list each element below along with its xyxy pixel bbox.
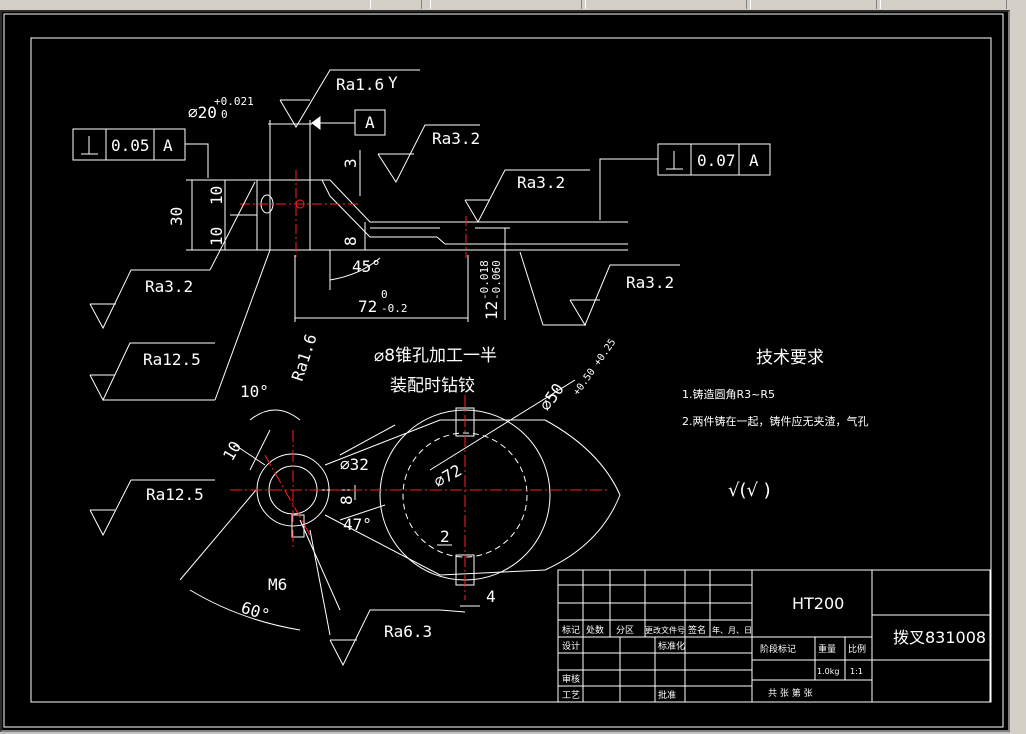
dim-12-upper: -0.018: [478, 260, 491, 300]
dim-72: 72: [358, 297, 377, 316]
tb-design: 设计: [562, 640, 580, 652]
dim-10c: 10: [219, 438, 245, 464]
tb-col-count: 处数: [586, 624, 604, 636]
outer-frame: [3, 13, 1004, 728]
tb-col-zone: 分区: [616, 625, 634, 636]
tech-title: 技术要求: [756, 348, 824, 368]
tb-weight-value: 1.0kg: [817, 667, 839, 676]
tb-process: 工艺: [562, 690, 580, 701]
roughness-right1: Ra3.2: [432, 129, 480, 148]
bore-tol-upper: +0.021: [214, 95, 254, 108]
dim-30: 30: [167, 207, 186, 226]
dia-32: ⌀32: [340, 455, 369, 474]
dim-8: 8: [341, 236, 360, 246]
tol-left-value: 0.05: [111, 136, 150, 155]
angle-47: 47°: [343, 515, 372, 534]
tolerance-frame-right: [599, 143, 771, 220]
angle-45: 45°: [352, 257, 381, 276]
toolbar-combo-4[interactable]: [750, 0, 877, 9]
tech-req-1: 1.铸造圆角R3~R5: [682, 387, 775, 401]
title-block: [557, 569, 991, 703]
tb-sheets: 共 张 第 张: [768, 687, 813, 699]
roughness-rotated: Ra1.6: [288, 332, 321, 384]
thread-m6: M6: [268, 575, 287, 594]
roughness-bottom: Ra6.3: [384, 622, 432, 641]
dia-50: ⌀50: [536, 380, 568, 415]
dim-4: 4: [486, 587, 496, 606]
side-view: [186, 120, 628, 322]
tolerance-frame-left: [72, 128, 209, 178]
dim-72-tol-upper: 0: [381, 288, 388, 301]
toolbar-combo-5[interactable]: [880, 0, 1007, 9]
drawing-viewport[interactable]: [0, 10, 1010, 732]
hole-note-2: 装配时钻铰: [390, 376, 475, 396]
bore-diameter: ⌀20: [188, 103, 217, 122]
tb-weight: 重量: [818, 643, 836, 655]
vertical-scrollbar[interactable]: [1010, 10, 1026, 734]
dim-8b: 8: [337, 495, 356, 505]
tb-scale: 比例: [848, 643, 866, 655]
tol-left-datum: A: [163, 136, 173, 155]
tb-approve: 批准: [658, 689, 676, 701]
angle-10: 10°: [240, 382, 269, 401]
toolbar-combo-1[interactable]: [370, 0, 422, 9]
roughness-top: Ra1.6: [336, 75, 384, 94]
bore-tol-lower: 0: [221, 108, 228, 121]
tb-col-mark: 标记: [562, 624, 580, 636]
toolbar-combo-2[interactable]: [430, 0, 582, 9]
datum-label: A: [365, 113, 375, 132]
dim-10a: 10: [207, 186, 226, 205]
inner-frame: [30, 37, 992, 703]
dim-72-tol-lower: -0.2: [381, 302, 408, 315]
rest-symbol: √(√ ): [728, 480, 771, 501]
roughness-left2: Ra12.5: [143, 350, 201, 369]
toolbar-combo-3[interactable]: [585, 0, 747, 9]
part-name: 拨叉831008: [893, 628, 986, 647]
dim-12-lower: -0.060: [490, 260, 503, 300]
roughness-far-right: Ra3.2: [626, 273, 674, 292]
tb-col-date: 年、月、日: [712, 625, 752, 635]
dia-72: ⌀72: [431, 461, 466, 492]
tb-col-sign: 签名: [688, 624, 706, 636]
tb-scale-value: 1:1: [850, 667, 863, 676]
material: HT200: [792, 594, 844, 613]
roughness-left1: Ra3.2: [145, 277, 193, 296]
roughness-left3: Ra12.5: [146, 485, 204, 504]
y-mark: Y: [388, 73, 398, 92]
dim-3: 3: [341, 158, 360, 168]
tb-stage-mark: 阶段标记: [760, 643, 796, 655]
tb-standardize: 标准化: [658, 640, 685, 652]
front-view: [179, 379, 621, 636]
dia-50-tol: +0.50 +0.25: [571, 337, 618, 398]
dim-12: 12: [482, 301, 501, 320]
tech-req-2: 2.两件铸在一起，铸件应无夹渣，气孔: [682, 414, 869, 428]
tol-right-value: 0.07: [697, 151, 736, 170]
tol-right-datum: A: [749, 151, 759, 170]
angle-60: 60°: [239, 598, 272, 625]
roughness-right2: Ra3.2: [517, 173, 565, 192]
tb-col-doc: 更改文件号: [645, 625, 685, 635]
tb-review: 审核: [562, 673, 580, 685]
dim-10b: 10: [207, 227, 226, 246]
dim-2: 2: [440, 527, 450, 546]
hole-note-1: ⌀8锥孔加工一半: [374, 346, 497, 366]
